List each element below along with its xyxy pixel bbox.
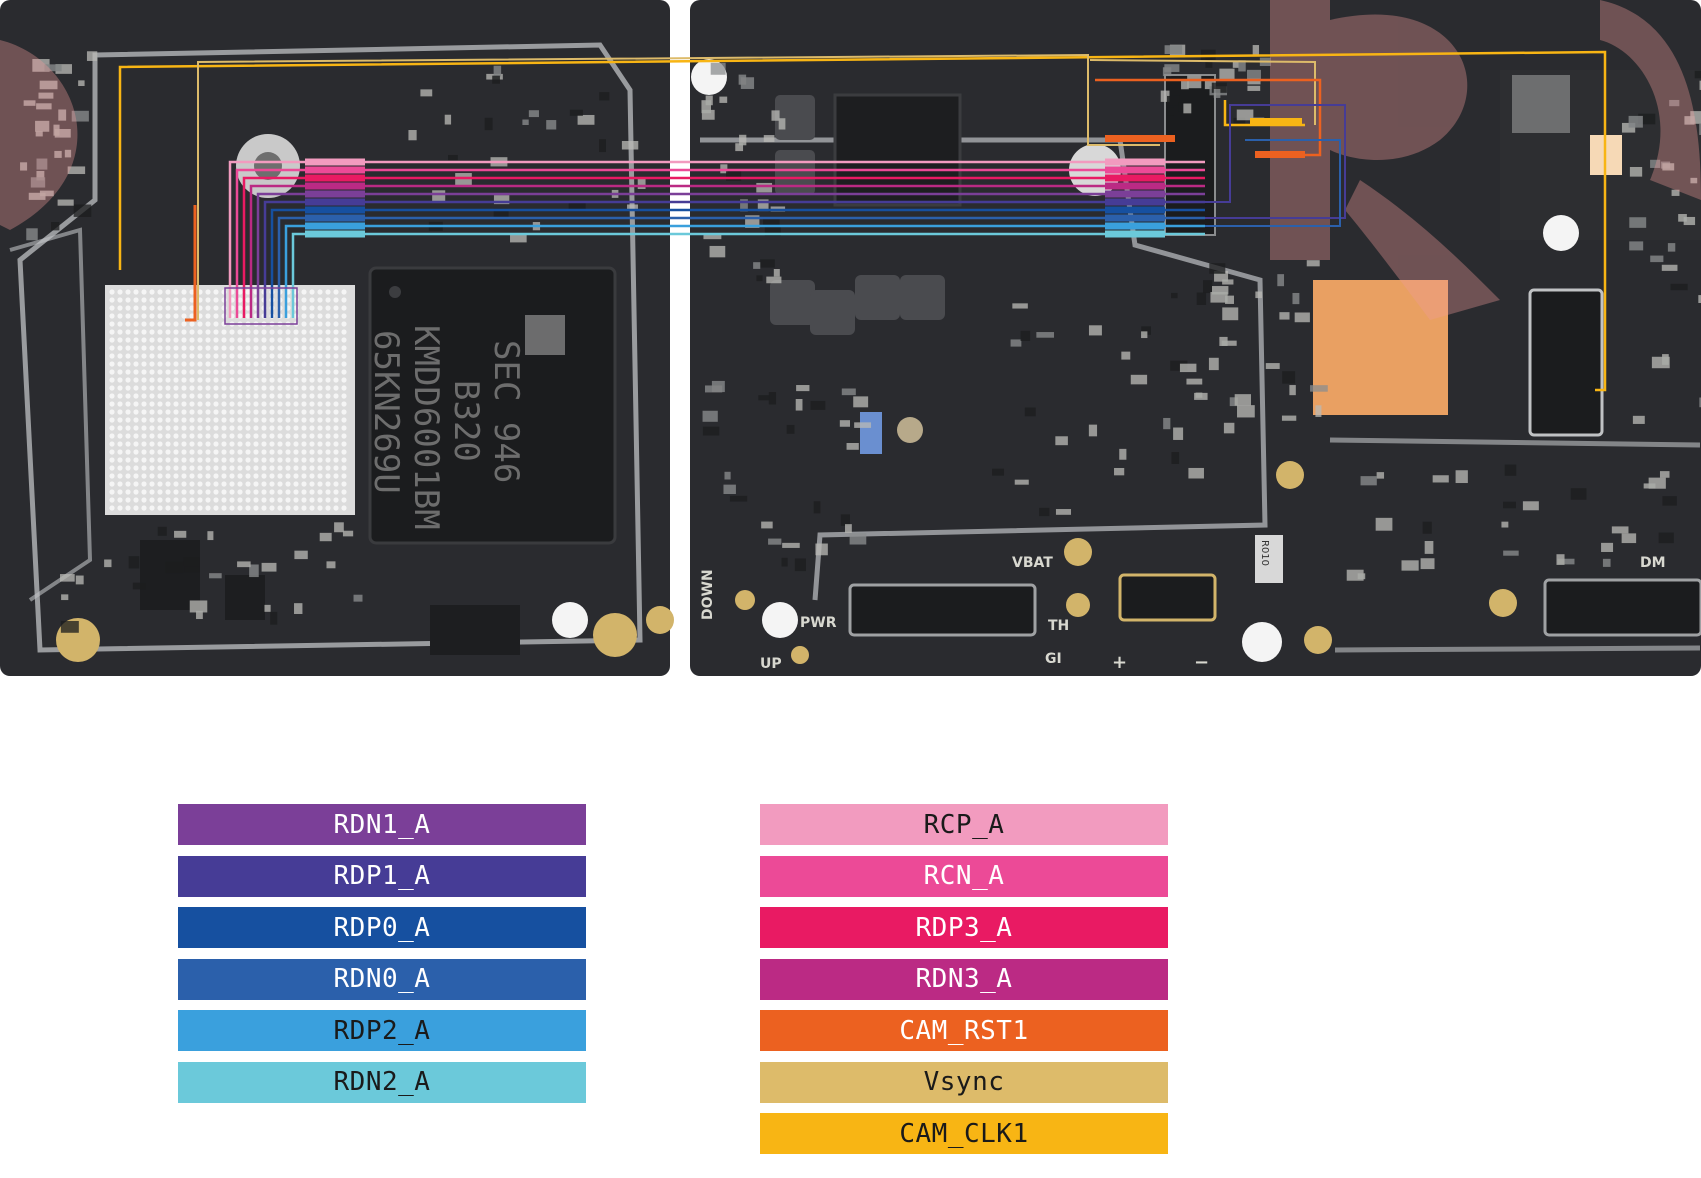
legend-item-rdp3-a: RDP3_A bbox=[760, 907, 1168, 948]
battery-connector bbox=[848, 583, 1037, 637]
legend-item-rdn2-a: RDN2_A bbox=[178, 1061, 586, 1103]
chip-marking-2: B320 bbox=[446, 380, 486, 462]
silk-up: UP bbox=[760, 656, 782, 672]
left-board: SEC 946 B320 KMDD6001BM 65KN269U bbox=[0, 0, 674, 676]
legend-item-cam-clk1: CAM_CLK1 bbox=[760, 1113, 1168, 1154]
legend-item-cam-rst1: CAM_RST1 bbox=[760, 1010, 1168, 1051]
silk-vbat: VBAT bbox=[1012, 555, 1053, 571]
silk-pwr: PWR bbox=[800, 615, 837, 631]
silk-dm: DM bbox=[1640, 555, 1666, 571]
chip-marking-1: SEC 946 bbox=[486, 340, 526, 483]
legend-item-rcp-a: RCP_A bbox=[760, 804, 1168, 845]
silk-plus: + bbox=[1112, 652, 1127, 673]
silk-th: TH bbox=[1048, 618, 1069, 634]
chip-marking-4: 65KN269U bbox=[366, 330, 406, 494]
legend-item-rdn3-a: RDN3_A bbox=[760, 958, 1168, 1000]
legend-item-rcn-a: RCN_A bbox=[760, 855, 1168, 897]
legend-item-rdp1-a: RDP1_A bbox=[178, 855, 586, 897]
legend-right-column: RCP_A RCN_A RDP3_A RDN3_A CAM_RST1 Vsync… bbox=[760, 804, 1168, 1165]
legend-item-rdn0-a: RDN0_A bbox=[178, 958, 586, 1000]
silk-down: DOWN bbox=[700, 569, 716, 620]
legend-left-column: RDN1_A RDP1_A RDP0_A RDN0_A RDP2_A RDN2_… bbox=[178, 804, 586, 1113]
silk-gi: GI bbox=[1045, 651, 1062, 667]
signal-traces bbox=[118, 50, 1607, 392]
legend-item-rdp2-a: RDP2_A bbox=[178, 1010, 586, 1051]
legend-item-vsync: Vsync bbox=[760, 1061, 1168, 1103]
pmic-chip bbox=[833, 93, 962, 207]
pcb-board-view: SEC 946 B320 KMDD6001BM 65KN269U bbox=[0, 0, 1701, 676]
soc-bga-chip bbox=[105, 285, 355, 515]
chip-marking-3: KMDD6001BM bbox=[406, 325, 446, 530]
legend-item-rdn1-a: RDN1_A bbox=[178, 804, 586, 845]
camera-connector bbox=[1528, 288, 1604, 437]
legend-item-rdp0-a: RDP0_A bbox=[178, 907, 586, 948]
right-board: R010 DOWN PWR UP VBAT TH GI + − DM bbox=[690, 0, 1701, 676]
silk-minus: − bbox=[1194, 652, 1209, 673]
silk-r010: R010 bbox=[1259, 540, 1270, 566]
